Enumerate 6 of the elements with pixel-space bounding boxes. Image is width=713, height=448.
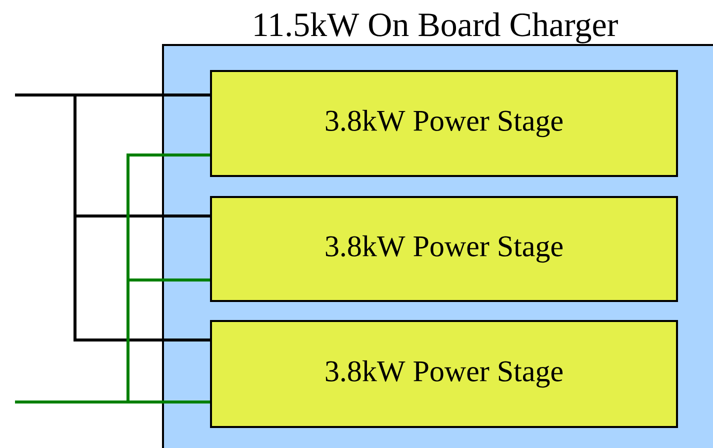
- connector-line: [15, 400, 210, 404]
- node-label: 11.5kW On Board Charger: [254, 12, 618, 44]
- connector-line: [15, 94, 210, 342]
- power-stage-box: 3.8kW Power Stage: [210, 70, 678, 177]
- power-stage-box: 3.8kW Power Stage: [210, 320, 678, 428]
- power-stage-box: 3.8kW Power Stage: [210, 196, 678, 302]
